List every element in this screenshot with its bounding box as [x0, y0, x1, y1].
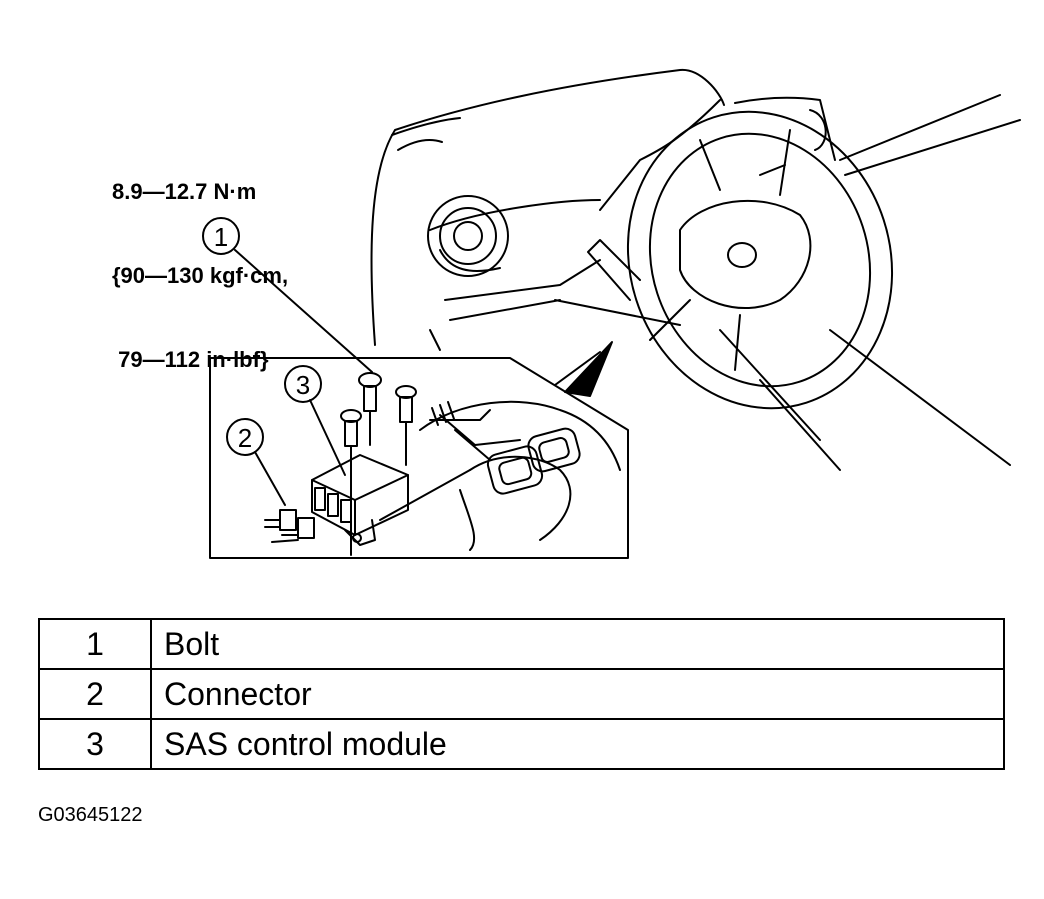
- table-row: 3 SAS control module: [38, 718, 1005, 770]
- detail-inset-frame: [209, 357, 629, 559]
- dashboard-drawing: [370, 68, 1021, 471]
- parts-legend-table: 1 Bolt 2 Connector 3 SAS control module: [38, 618, 1005, 770]
- callout-1-number: 1: [214, 222, 228, 252]
- bolt-drawings: [340, 372, 417, 556]
- table-row: 2 Connector: [38, 668, 1005, 720]
- legend-number: 2: [38, 668, 152, 720]
- floor-detail-drawing: [379, 400, 621, 551]
- sas-module-drawing: [311, 454, 409, 546]
- table-row: 1 Bolt: [38, 618, 1005, 670]
- legend-number: 1: [38, 618, 152, 670]
- callout-1: 1: [202, 217, 373, 373]
- steering-wheel-drawing: [587, 110, 894, 410]
- legend-label: Connector: [150, 668, 1005, 720]
- legend-label: Bolt: [150, 618, 1005, 670]
- legend-number: 3: [38, 718, 152, 770]
- installation-drawing: 1 3 2: [202, 68, 1021, 559]
- callout-2-number: 2: [238, 423, 252, 453]
- torque-spec: 8.9—12.7 N·m {90—130 kgf·cm, 79—112 in·l…: [112, 122, 288, 402]
- connector-drawing: [264, 509, 315, 543]
- callout-3: 3: [284, 365, 346, 476]
- figure-id: G03645122: [38, 804, 143, 826]
- callout-3-number: 3: [296, 370, 310, 400]
- callout-2: 2: [226, 418, 286, 506]
- detail-pointer: [554, 341, 613, 397]
- torque-spec-line2: {90—130 kgf·cm,: [112, 263, 289, 288]
- torque-spec-line1: 8.9—12.7 N·m: [112, 179, 257, 204]
- legend-label: SAS control module: [150, 718, 1005, 770]
- torque-spec-line3: 79—112 in·lbf}: [112, 347, 269, 372]
